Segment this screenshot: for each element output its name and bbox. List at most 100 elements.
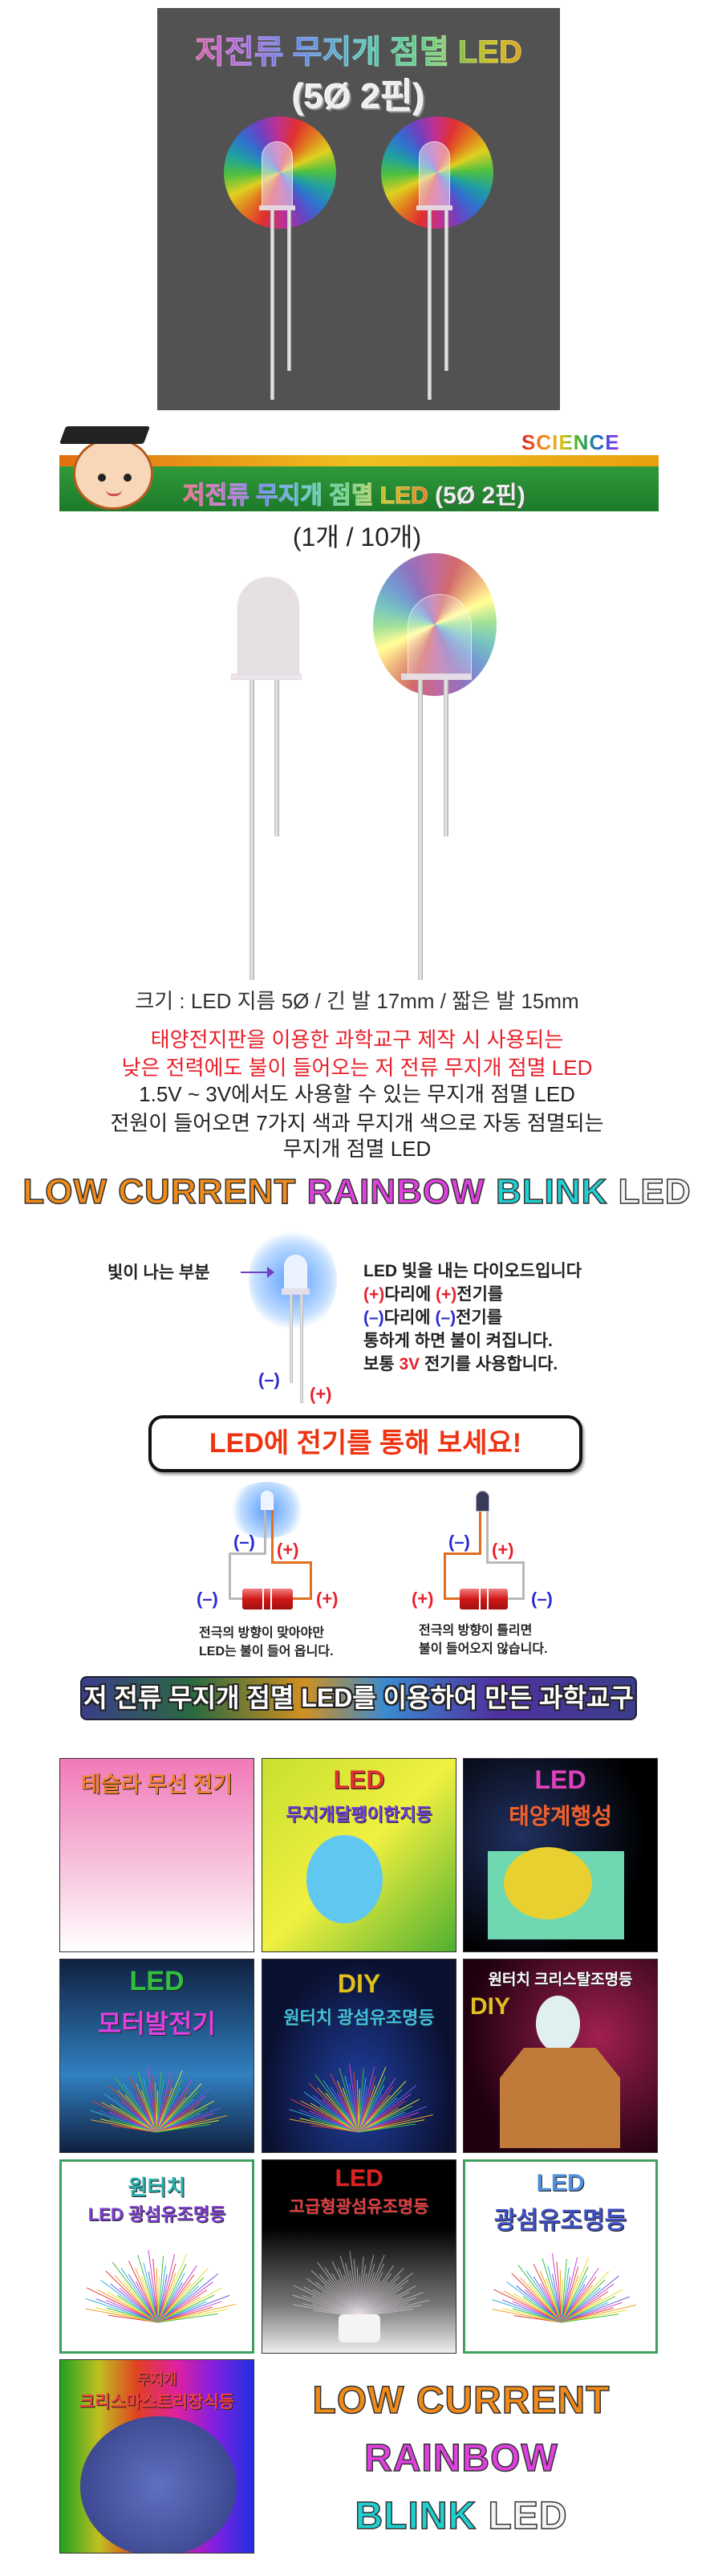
tile-top: 무지개: [136, 2371, 177, 2387]
fiber-strand: [323, 2080, 359, 2133]
led-leg: [428, 210, 432, 400]
led-dome-right: [419, 141, 450, 207]
product-tile-fiber-onetouch[interactable]: 원터치 LED 광섬유조명등: [59, 2159, 254, 2354]
led-flange: [282, 1288, 310, 1295]
fiber-strand: [318, 2274, 359, 2318]
battery-icon: [242, 1589, 293, 1609]
fiber-strand: [358, 2106, 428, 2133]
fiber-strand: [358, 2123, 416, 2133]
product-tile-fiber-diy[interactable]: DIY 원터치 광섬유조명등: [262, 1959, 456, 2153]
fiber-strand: [156, 2115, 228, 2133]
fiber-strand: [289, 2109, 359, 2133]
fiber-strand: [123, 2281, 159, 2323]
wire: [486, 1561, 524, 1564]
fiber-strand: [493, 2289, 562, 2323]
fiber-strand: [157, 2273, 185, 2323]
fiber-strand: [157, 2265, 197, 2323]
fiber-strand: [358, 2089, 403, 2133]
fiber-strand: [358, 2085, 376, 2133]
fiber-strand: [317, 2087, 359, 2133]
product-tile-fiber[interactable]: LED 광섬유조명등: [463, 2159, 658, 2354]
fiber-optic-fan: [85, 2249, 237, 2323]
fiber-strand: [99, 2110, 157, 2133]
wrong-caption: 전극의 방향이 틀리면 불이 들어오지 않습니다.: [419, 1622, 548, 1658]
voltage-value: 3V: [399, 1355, 420, 1373]
caption-line: LED는 불이 들어 옵니다.: [199, 1645, 334, 1658]
fiber-strand: [156, 2123, 211, 2133]
product-tile-fiber-premium[interactable]: LED 고급형광섬유조명등: [262, 2159, 456, 2354]
fiber-strand: [157, 2265, 166, 2323]
led-flange: [416, 206, 452, 210]
fiber-strand: [156, 2106, 208, 2133]
minus-label: (–): [258, 1369, 280, 1390]
fiber-strand: [140, 2276, 159, 2323]
fiber-strand: [90, 2110, 157, 2133]
fiber-strand: [128, 2274, 159, 2323]
fiber-strand: [533, 2276, 562, 2323]
fiber-strand: [358, 2272, 375, 2318]
cta-text: LED에 전기를 통해 보세요!: [209, 1428, 522, 1459]
fiber-strand: [561, 2275, 588, 2323]
tile-title: 광섬유조명등: [493, 2208, 627, 2234]
tile-title: 크리스마스트리장식등: [79, 2393, 235, 2411]
wire: [229, 1597, 243, 1600]
fiber-strand: [561, 2257, 578, 2323]
fiber-strand: [310, 2269, 359, 2318]
fiber-strand: [331, 2273, 359, 2318]
fiber-strand: [95, 2298, 159, 2323]
fiber-strand: [157, 2287, 222, 2323]
cta-box: LED에 전기를 통해 보세요!: [148, 1415, 582, 1472]
fiber-strand: [157, 2273, 176, 2323]
tile-title: 모터발전기: [97, 2009, 217, 2038]
minus-label: (–): [448, 1532, 470, 1552]
fiber-strand: [356, 2267, 359, 2318]
fiber-strand: [358, 2255, 385, 2318]
kid-mascot-icon: [73, 437, 153, 510]
product-tile-tesla[interactable]: 테슬라 무선 전기: [59, 1758, 254, 1952]
fiber-strand: [100, 2279, 159, 2323]
fiber-optic-fan: [289, 2063, 434, 2133]
fiber-strand: [358, 2119, 425, 2133]
fiber-strand: [330, 2073, 359, 2133]
fiber-strand: [358, 2268, 404, 2318]
wire: [444, 1553, 446, 1599]
wire: [522, 1561, 525, 1599]
product-banner: [59, 466, 659, 511]
fiber-strand: [156, 2119, 220, 2133]
tile-top: LED: [335, 2165, 383, 2191]
fiber-optic-fan-white: [292, 2251, 430, 2318]
led-leg: [444, 210, 448, 371]
fiber-strand: [561, 2301, 623, 2323]
fiber-strand: [358, 2263, 385, 2318]
tile-top: DIY: [337, 1969, 381, 1998]
product-tile-christmas[interactable]: 무지개 크리스마스트리장식등: [59, 2359, 254, 2554]
fiber-strand: [156, 2071, 162, 2133]
fiber-strand: [559, 2270, 562, 2323]
fiber-strand: [358, 2111, 420, 2133]
product-tile-solar[interactable]: LED 태양계행성: [463, 1758, 658, 1952]
line5-post: 전기를 사용합니다.: [420, 1355, 558, 1373]
fiber-strand: [358, 2085, 385, 2133]
product-tile-motor[interactable]: LED 모터발전기: [59, 1959, 254, 2153]
description-line-1: 1.5V ~ 3V에서도 사용할 수 있는 무지개 점멸 LED: [139, 1082, 575, 1106]
fiber-strand: [358, 2077, 396, 2133]
fiber-strand: [525, 2270, 562, 2323]
fiber-strand: [110, 2104, 157, 2133]
fiber-strand: [289, 2118, 359, 2133]
fiber-strand: [358, 2114, 434, 2133]
tile-title: 무지개달팽이한지등: [286, 1805, 432, 1825]
product-tile-snail[interactable]: LED 무지개달팽이한지등: [262, 1758, 456, 1952]
fiber-strand: [358, 2292, 424, 2318]
fiber-strand: [358, 2066, 387, 2133]
tile-top: LED: [333, 1765, 385, 1794]
product-tile-crystal[interactable]: 원터치 크리스탈조명등 DIY: [463, 1959, 658, 2153]
fiber-strand: [561, 2257, 590, 2323]
banner-stripe: [59, 455, 659, 466]
fiber-strand: [156, 2091, 198, 2133]
fiber-strand: [561, 2275, 619, 2323]
fiber-strand: [136, 2083, 157, 2133]
fiber-strand: [112, 2097, 157, 2133]
fiber-strand: [349, 2251, 359, 2318]
tagline-blink: BLINK: [495, 1171, 608, 1212]
fiber-strand: [110, 2283, 159, 2323]
